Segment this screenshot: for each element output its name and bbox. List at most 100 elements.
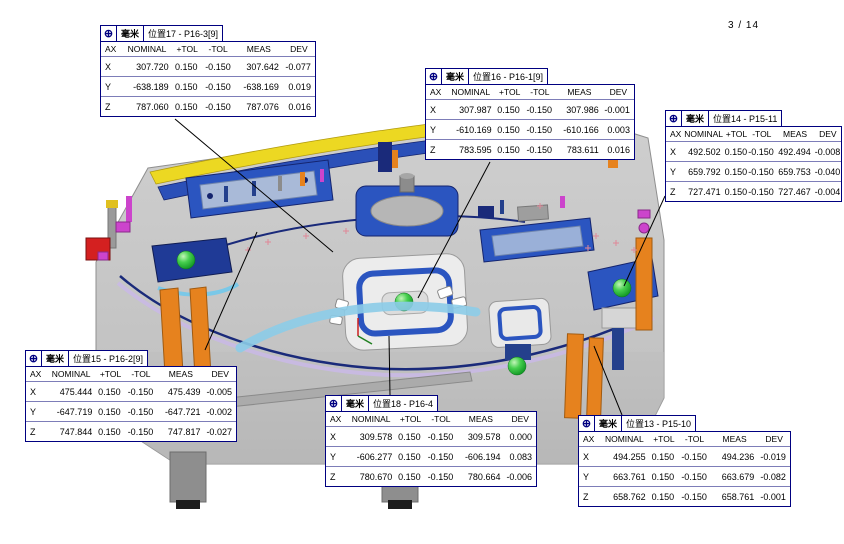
datum-sphere-mid [507,356,527,376]
callout-header: ⊕ 毫米 位置15 - P16-2[9] [25,350,237,367]
value-cell: -0.150 [748,146,774,157]
value-cell: -638.189 [133,81,169,92]
value-cell: 0.083 [509,451,532,462]
axis-label: Y [330,451,337,462]
value-cell: 0.150 [724,166,748,177]
axis-label: Z [330,471,336,482]
value-cell: 747.817 [167,426,201,437]
value-cell: 0.150 [398,451,421,462]
value-cell: -0.001 [760,491,786,502]
value-cell: -0.040 [814,166,841,177]
value-cell: -647.721 [164,406,201,417]
column-header: NOMINAL [51,369,91,379]
value-cell: -0.004 [814,186,841,197]
value-cell: -0.150 [681,491,707,502]
value-cell: 0.150 [398,471,421,482]
axis-label: Z [583,491,589,502]
value-cell: 307.642 [246,61,279,72]
value-cell: -0.006 [506,471,532,482]
value-cell: -0.150 [127,426,154,437]
right-clamp-plate [478,204,595,263]
value-cell: 0.000 [509,431,532,442]
axis-triad [357,318,373,345]
value-cell: -0.150 [127,386,154,397]
position-feature-icon: ⊕ [100,25,117,42]
value-cell: -0.150 [681,451,707,462]
column-header: NOMINAL [684,129,723,139]
value-cell: -0.150 [427,431,454,442]
value-cell: -0.150 [748,166,774,177]
column-header: AX [430,87,442,97]
column-header: AX [670,129,682,139]
column-header: MEAS [567,87,592,97]
column-header: MEAS [168,369,193,379]
position-feature-icon: ⊕ [665,110,682,127]
value-cell: -0.019 [760,451,786,462]
value-cell: 787.060 [136,101,169,112]
value-cell: 0.150 [175,81,198,92]
column-header: MEAS [468,414,493,424]
value-cell: -0.077 [285,61,311,72]
value-cell: 658.762 [613,491,646,502]
callout-title: 位置18 - P16-4 [368,395,439,412]
value-cell: 475.444 [59,386,93,397]
value-cell: -0.082 [760,471,786,482]
unit-label: 毫米 [441,68,470,85]
callout-title: 位置14 - P15-11 [708,110,783,127]
unit-label: 毫米 [116,25,145,42]
value-cell: 727.467 [778,186,811,197]
value-cell: 663.679 [721,471,755,482]
column-header: -TOL [752,129,772,139]
center-top-unit [355,173,459,237]
value-cell: -0.027 [206,426,232,437]
column-header: +TOL [499,87,521,97]
value-cell: -606.194 [464,451,501,462]
unit-label: 毫米 [681,110,710,127]
unit-label: 毫米 [41,350,70,367]
callout-title: 位置13 - P15-10 [621,415,697,432]
unit-label: 毫米 [594,415,623,432]
value-cell: 747.844 [59,426,93,437]
callout-title: 位置15 - P16-2[9] [68,350,149,367]
column-header: AX [105,44,117,54]
value-cell: -0.150 [427,451,454,462]
leader-line [174,118,334,253]
column-header: +TOL [653,434,675,444]
column-header: DEV [290,44,308,54]
value-cell: 0.150 [724,186,748,197]
leader-line [593,345,623,416]
column-header: NOMINAL [127,44,167,54]
value-cell: 494.255 [613,451,646,462]
column-header: -TOL [684,434,705,444]
value-cell: -0.001 [604,104,630,115]
value-cell: 787.076 [246,101,279,112]
page-indicator: 3 / 14 [728,20,760,31]
column-header: -TOL [131,369,151,379]
column-header: -TOL [431,414,451,424]
value-cell: 475.439 [167,386,201,397]
